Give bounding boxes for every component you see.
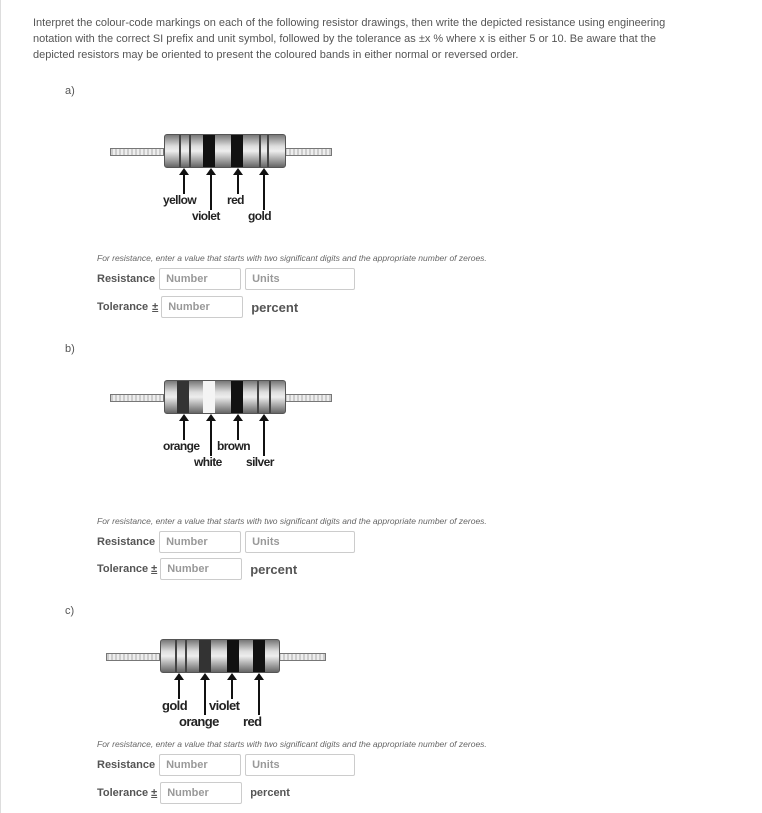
resistor-body <box>164 134 286 168</box>
arrow-band-2 <box>206 168 216 210</box>
band-label-2: violet <box>192 209 220 223</box>
band-dark <box>231 381 243 413</box>
band-label-1: orange <box>163 439 200 453</box>
plus-minus-symbol: ± <box>151 563 158 575</box>
resistance-label: Resistance <box>97 759 156 771</box>
resistance-number-input-a[interactable] <box>159 268 242 290</box>
part-a-label: a) <box>65 85 75 97</box>
arrow-band-3 <box>233 414 243 440</box>
resistor-lead-right <box>284 148 332 156</box>
instructions-text: Interpret the colour-code markings on ea… <box>33 17 666 61</box>
percent-label: percent <box>250 787 290 799</box>
plus-minus-symbol: ± <box>152 301 159 313</box>
band-dark <box>227 640 239 672</box>
resistance-number-input-c[interactable] <box>159 754 242 776</box>
band-label-3: brown <box>217 439 251 453</box>
resistor-lead-left <box>106 653 160 661</box>
resistance-row-c: Resistance <box>97 754 356 776</box>
resistor-lead-right <box>278 653 326 661</box>
arrow-band-1 <box>179 414 189 440</box>
arrow-band-4 <box>259 414 269 456</box>
resistance-hint: For resistance, enter a value that start… <box>97 253 487 263</box>
arrow-band-2 <box>200 673 210 715</box>
resistor-body <box>164 380 286 414</box>
resistance-hint: For resistance, enter a value that start… <box>97 739 487 749</box>
resistance-hint: For resistance, enter a value that start… <box>97 516 487 526</box>
arrow-band-3 <box>227 673 237 699</box>
resistance-label: Resistance <box>97 536 156 548</box>
tolerance-number-input-a[interactable] <box>161 296 244 318</box>
band-light <box>203 381 215 413</box>
band-label-3: red <box>227 193 244 207</box>
band-label-4: gold <box>248 209 272 223</box>
resistance-number-input-b[interactable] <box>159 531 242 553</box>
plus-minus-symbol: ± <box>151 787 158 799</box>
tolerance-number-input-c[interactable] <box>160 782 243 804</box>
resistor-lead-left <box>110 394 164 402</box>
tolerance-row-c: Tolerance ± percent <box>97 782 290 804</box>
arrow-band-1 <box>174 673 184 699</box>
tolerance-label: Tolerance <box>97 563 149 575</box>
band-dark <box>203 135 215 167</box>
tolerance-number-input-b[interactable] <box>160 558 243 580</box>
page-left-border <box>0 0 1 813</box>
band-label-4: red <box>243 714 262 729</box>
resistance-row-b: Resistance <box>97 531 356 553</box>
resistance-units-input-c[interactable] <box>245 754 356 776</box>
band-label-2: white <box>194 455 222 469</box>
arrow-band-4 <box>259 168 269 210</box>
arrow-band-3 <box>233 168 243 194</box>
resistance-row-a: Resistance <box>97 268 356 290</box>
arrow-band-1 <box>179 168 189 194</box>
percent-label: percent <box>251 299 299 315</box>
resistance-units-input-a[interactable] <box>245 268 356 290</box>
resistor-body <box>160 639 280 673</box>
arrow-band-2 <box>206 414 216 456</box>
tolerance-row-a: Tolerance ± percent <box>97 296 298 318</box>
band-label-2: orange <box>179 714 219 729</box>
resistor-lead-right <box>284 394 332 402</box>
resistor-a-diagram: yellow violet red gold <box>110 130 350 230</box>
percent-label: percent <box>250 561 298 577</box>
resistance-label: Resistance <box>97 273 156 285</box>
band-dark <box>231 135 243 167</box>
band-label-1: gold <box>162 698 188 713</box>
resistance-units-input-b[interactable] <box>245 531 356 553</box>
resistor-b-diagram: orange white brown silver <box>110 376 350 476</box>
band-label-1: yellow <box>163 193 197 207</box>
band-dark <box>199 640 211 672</box>
band-label-3: violet <box>209 698 240 713</box>
part-c-label: c) <box>65 605 75 617</box>
part-b-label: b) <box>65 343 75 355</box>
tolerance-label: Tolerance <box>97 787 149 799</box>
band-dark <box>253 640 265 672</box>
tolerance-label: Tolerance <box>97 301 149 313</box>
band-dark <box>177 381 189 413</box>
tolerance-row-b: Tolerance ± percent <box>97 558 297 580</box>
arrow-band-4 <box>254 673 264 715</box>
resistor-c-diagram: gold orange violet red <box>106 635 346 735</box>
resistor-lead-left <box>110 148 164 156</box>
band-label-4: silver <box>246 455 274 469</box>
